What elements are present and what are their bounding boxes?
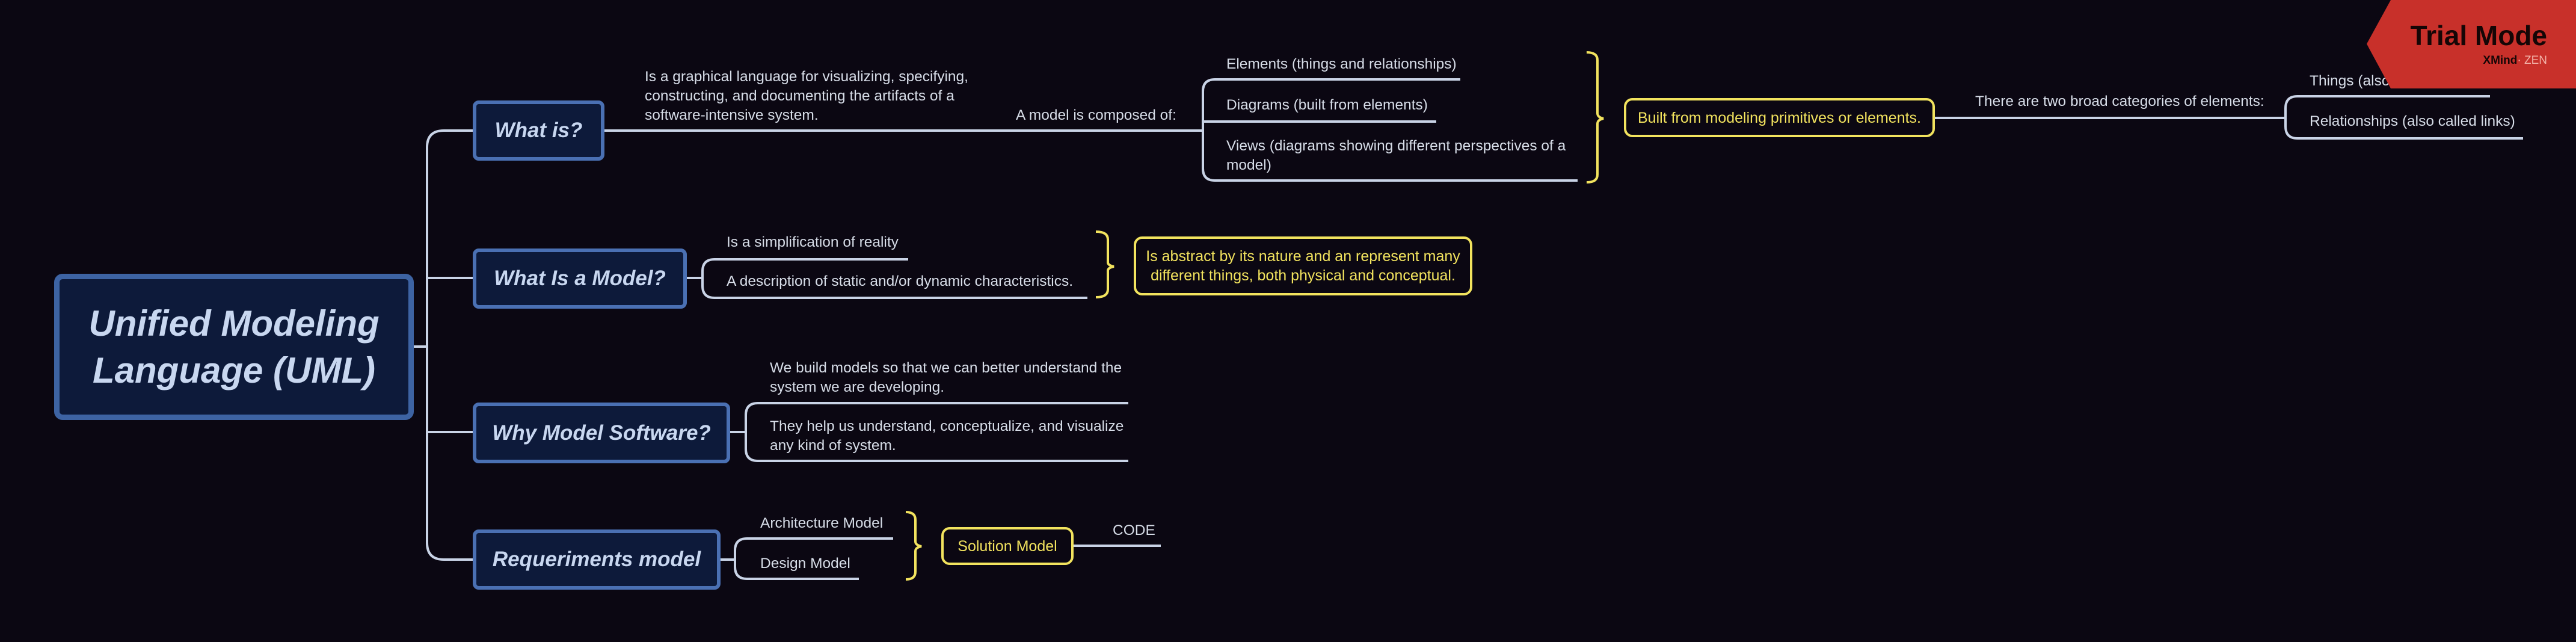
uml-definition-line-3: software-intensive system. [645, 107, 819, 123]
part-views-line-1: Views (diagrams showing different perspe… [1226, 138, 1566, 154]
summary-abstract-nature-line-2: different things, both physical and conc… [1151, 267, 1456, 284]
reason-understand-line-2: system we are developing. [770, 379, 945, 395]
categories-label[interactable]: There are two broad categories of elemen… [1975, 93, 2264, 110]
model-simplification[interactable]: Is a simplification of reality [727, 234, 899, 250]
trial-banner-shape [2367, 0, 2576, 88]
uml-definition[interactable]: Is a graphical language for visualizing,… [645, 67, 968, 125]
trial-mode-title: Trial Mode [2410, 20, 2547, 51]
summary-solution-model-text: Solution Model [958, 537, 1057, 555]
topic-what-is[interactable]: What is? [473, 100, 604, 161]
part-views-line-2: model) [1226, 157, 1271, 173]
reason-visualize[interactable]: They help us understand, conceptualize, … [770, 417, 1124, 455]
reason-visualize-line-2: any kind of system. [770, 437, 896, 454]
category-relationships[interactable]: Relationships (also called links) [2310, 113, 2515, 129]
topic-requeriments-model[interactable]: Requeriments model [473, 529, 721, 590]
requirements-connector [721, 537, 893, 580]
reason-understand-line-1: We build models so that we can better un… [770, 360, 1122, 376]
model-description[interactable]: A description of static and/or dynamic c… [727, 273, 1074, 289]
xmind-brand: XMind· ZEN [2483, 54, 2547, 67]
central-topic-line-2: Language (UML) [93, 350, 375, 390]
reason-understand[interactable]: We build models so that we can better un… [770, 359, 1122, 397]
model-bracket [1095, 230, 1114, 298]
central-topic[interactable]: Unified Modeling Language (UML) [54, 274, 414, 420]
architecture-model[interactable]: Architecture Model [760, 515, 884, 531]
summary-abstract-nature-line-1: Is abstract by its nature and an represe… [1146, 248, 1460, 265]
xmind-brand-name: XMind [2483, 54, 2518, 67]
part-diagrams[interactable]: Diagrams (built from elements) [1226, 97, 1428, 113]
root-branch-connector [414, 129, 474, 561]
model-composed-label[interactable]: A model is composed of: [1016, 107, 1176, 123]
topic-why-model-software-label: Why Model Software? [492, 421, 711, 445]
summary-abstract-nature[interactable]: Is abstract by its nature and an represe… [1134, 236, 1472, 295]
why-connector [730, 402, 1128, 462]
trial-mode-banner[interactable]: Trial Mode XMind· ZEN [2367, 0, 2576, 88]
design-model[interactable]: Design Model [760, 555, 850, 572]
xmind-brand-suffix: · ZEN [2517, 54, 2547, 67]
uml-definition-line-2: constructing, and documenting the artifa… [645, 88, 954, 104]
topic-what-is-a-model-label: What Is a Model? [494, 267, 666, 290]
part-elements[interactable]: Elements (things and relationships) [1226, 56, 1457, 72]
requirements-bracket [905, 511, 922, 581]
summary-solution-model[interactable]: Solution Model [941, 527, 1074, 565]
topic-why-model-software[interactable]: Why Model Software? [473, 403, 730, 463]
central-topic-line-1: Unified Modeling [88, 303, 380, 344]
uml-definition-line-1: Is a graphical language for visualizing,… [645, 69, 968, 85]
topic-what-is-a-model[interactable]: What Is a Model? [473, 248, 687, 309]
code-node[interactable]: CODE [1113, 522, 1155, 539]
topic-requeriments-model-label: Requeriments model [492, 548, 701, 571]
topic-what-is-label: What is? [494, 119, 583, 142]
reason-visualize-line-1: They help us understand, conceptualize, … [770, 418, 1124, 434]
summary-built-from-primitives[interactable]: Built from modeling primitives or elemen… [1624, 98, 1935, 137]
summary-built-from-primitives-text: Built from modeling primitives or elemen… [1638, 109, 1921, 126]
part-views[interactable]: Views (diagrams showing different perspe… [1226, 137, 1566, 175]
composed-bracket [1586, 51, 1604, 184]
model-connector [687, 258, 1087, 299]
composed-connector [1202, 78, 1578, 182]
categories-connector [2284, 95, 2523, 140]
